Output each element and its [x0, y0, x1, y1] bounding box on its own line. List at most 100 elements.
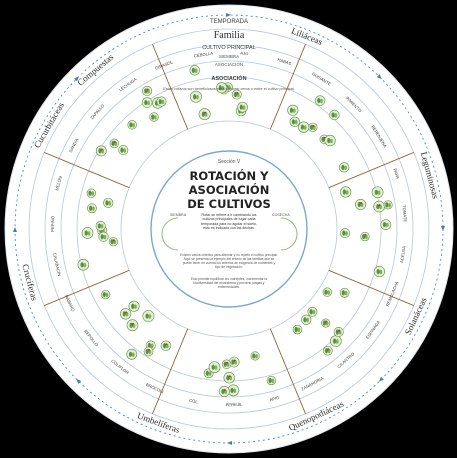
plant-illustration — [333, 326, 344, 338]
center-title-line-3: DE CULTIVOS — [187, 197, 271, 211]
plant-illustration — [95, 220, 106, 231]
plant-illustration — [218, 385, 230, 397]
plant-illustration — [119, 308, 132, 320]
sector-divider — [328, 152, 414, 189]
plant-illustration — [81, 227, 94, 239]
sector-dividers — [44, 44, 414, 414]
cultivo-principal-label: CULTIVO PRINCIPAL — [202, 45, 256, 51]
crop-label: APIO — [269, 395, 281, 403]
rotar-text: Rotar se refiere a ir cambiando los cult… — [201, 213, 257, 231]
plant-illustration — [266, 375, 277, 386]
plant-illustration — [330, 335, 342, 347]
sector-divider — [44, 269, 130, 306]
siembra-ring-label: SIEMBRA — [219, 54, 239, 59]
crop-label: PEREJIL — [226, 402, 244, 408]
plant-illustration — [307, 306, 318, 317]
plant-illustration — [128, 300, 140, 312]
plant-illustration — [373, 265, 386, 278]
plant-illustration — [324, 134, 336, 147]
plant-illustration — [95, 145, 107, 157]
sector-divider — [269, 44, 306, 130]
plant-illustration — [98, 231, 109, 242]
plant-illustration — [189, 65, 200, 76]
plant-illustration — [208, 361, 221, 374]
crop-label: HABAS — [277, 57, 292, 66]
plant-illustration — [338, 162, 350, 173]
asociacion-box-title: ASOCIACIÓN — [211, 74, 246, 82]
plant-illustration — [87, 203, 97, 214]
plant-illustration — [355, 198, 367, 211]
center-title-line-1: ROTACIÓN Y — [190, 168, 270, 183]
familia-label: Familia — [214, 30, 245, 41]
plant-illustration — [198, 108, 211, 121]
sector-divider — [328, 269, 414, 306]
plant-illustration — [339, 287, 350, 298]
cosecha-cycle-label: COSECHA — [272, 213, 290, 217]
plant-illustration — [292, 324, 303, 335]
crop-label: COL — [189, 398, 199, 405]
asociacion-box-text: Estos cultivos son beneficiosos para sem… — [163, 87, 294, 91]
plant-illustration — [301, 314, 312, 325]
crop-label: AJO — [240, 50, 249, 56]
siembra-cycle-label: SIEMBRA — [170, 213, 187, 217]
plant-illustration — [380, 219, 392, 230]
esto-text-box: Esto permite equilibrar los nutrientes, … — [190, 277, 268, 289]
plant-illustration — [108, 237, 118, 247]
cosecha-cycle-diagram: COSECHA — [272, 213, 298, 251]
ring-family — [28, 28, 430, 430]
plant-illustration — [221, 359, 232, 369]
rotation-arrow-icon — [378, 376, 384, 382]
plant-illustration — [287, 104, 299, 116]
asociacion-ring-label: ASOCIACIÓN — [215, 61, 243, 67]
center-title-line-2: ASOCIACIÓN — [189, 182, 270, 197]
ring-siembra — [60, 60, 398, 398]
sector-divider — [269, 328, 306, 414]
plant-illustration — [160, 340, 172, 351]
esto-text: Esto permite equilibrar los nutrientes, … — [190, 277, 268, 289]
para-text-box: Existen varios criterios para alternar y… — [180, 253, 278, 269]
crop-label: MELÓN — [54, 176, 63, 192]
plant-illustration — [142, 85, 153, 97]
siembra-cycle-diagram: SIEMBRA — [161, 213, 187, 251]
crop-label: PAPA — [392, 168, 400, 180]
plant-illustration — [308, 122, 318, 132]
sector-divider — [152, 328, 189, 414]
ring-cultivo — [44, 44, 414, 414]
center-disc — [150, 150, 308, 308]
plant-illustration — [373, 200, 385, 213]
plant-illustration — [321, 318, 331, 328]
plant-illustration — [322, 345, 333, 356]
plant-illustration — [77, 258, 90, 271]
plant-illustration — [103, 197, 114, 208]
plant-illustration — [127, 120, 137, 130]
rotation-arrow-icon — [376, 74, 382, 80]
plant-illustration — [383, 200, 393, 210]
plant-illustration — [340, 228, 351, 239]
plant-illustration — [216, 82, 228, 94]
plant-illustration — [360, 231, 370, 242]
plant-illustration — [101, 290, 111, 300]
plant-illustration — [250, 351, 260, 361]
plant-illustration — [371, 186, 384, 199]
plant-illustration — [228, 356, 240, 368]
plant-illustration — [223, 372, 235, 384]
plant-illustration — [314, 95, 326, 106]
ring-inner — [120, 120, 338, 338]
rotation-arrow-icon — [76, 378, 82, 384]
plant-illustration — [156, 96, 167, 107]
plant-illustration — [126, 319, 139, 332]
temporada-label: TEMPORADA — [210, 19, 248, 25]
plant-illustration — [143, 346, 154, 357]
plant-illustration — [142, 310, 155, 323]
plant-illustration — [149, 112, 159, 122]
crop-label: ACELGA — [399, 245, 406, 263]
plant-illustration — [141, 97, 153, 108]
plant-illustration — [329, 109, 340, 121]
plant-illustration — [231, 89, 242, 100]
plant-illustrations — [13, 13, 445, 445]
rotation-arrow-icon — [226, 13, 231, 17]
plant-illustration — [289, 116, 300, 127]
plant-illustration — [322, 287, 332, 297]
plant-illustration — [118, 145, 129, 156]
